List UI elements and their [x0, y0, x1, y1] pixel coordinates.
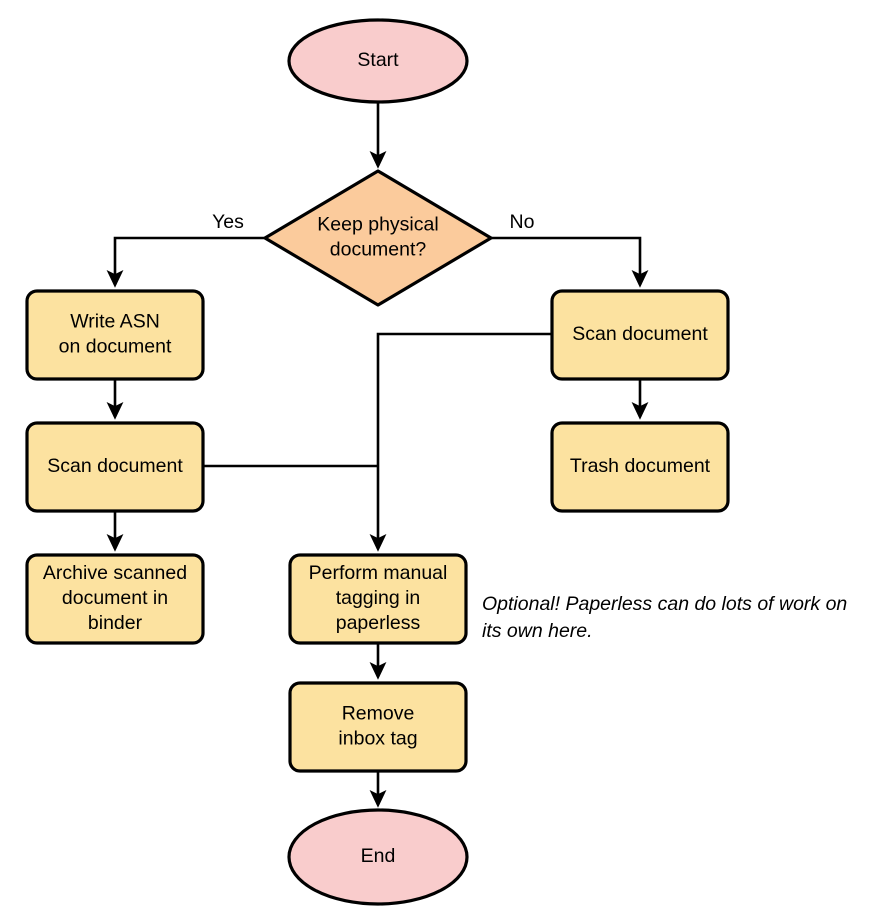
node-start[interactable]: Start — [287, 18, 469, 104]
edge-path — [106, 236, 265, 288]
node-label-scan-document-right: Scan document — [572, 323, 708, 345]
edges-layer: Yes No — [106, 103, 649, 808]
node-shape-rect — [25, 421, 205, 513]
edge-label-decision-no-to-scan-right: No — [510, 211, 535, 233]
node-label-start: Start — [357, 49, 399, 71]
node-shape-ellipse — [287, 18, 469, 104]
edge-decision-no-to-scan-right: No — [491, 211, 649, 288]
annotations-layer: Optional! Paperless can do lots of work … — [482, 593, 847, 642]
node-shape-rect — [550, 289, 730, 381]
edge-scan-right-to-manual-tagging — [369, 332, 552, 552]
node-label-scan-document-left: Scan document — [47, 455, 183, 477]
annotation-optional-note: Optional! Paperless can do lots of work … — [482, 593, 847, 642]
node-scan-document-left[interactable]: Scan document — [25, 421, 205, 513]
node-shape-rect — [550, 421, 730, 513]
edge-path — [491, 236, 649, 288]
node-shape-rect — [25, 289, 205, 381]
node-end[interactable]: End — [287, 808, 469, 906]
node-shape-rect — [288, 553, 468, 645]
node-trash-document[interactable]: Trash document — [550, 421, 730, 513]
node-shape-rect — [25, 553, 205, 645]
node-label-trash-document: Trash document — [570, 455, 711, 477]
node-label-end: End — [361, 845, 396, 867]
edge-path — [369, 332, 552, 552]
node-shape-diamond — [263, 169, 493, 307]
edge-decision-yes-to-write-asn: Yes — [106, 211, 265, 288]
edge-label-decision-yes-to-write-asn: Yes — [212, 211, 244, 233]
node-shape-rect — [288, 681, 468, 773]
node-shape-ellipse — [287, 808, 469, 906]
node-scan-document-right[interactable]: Scan document — [550, 289, 730, 381]
